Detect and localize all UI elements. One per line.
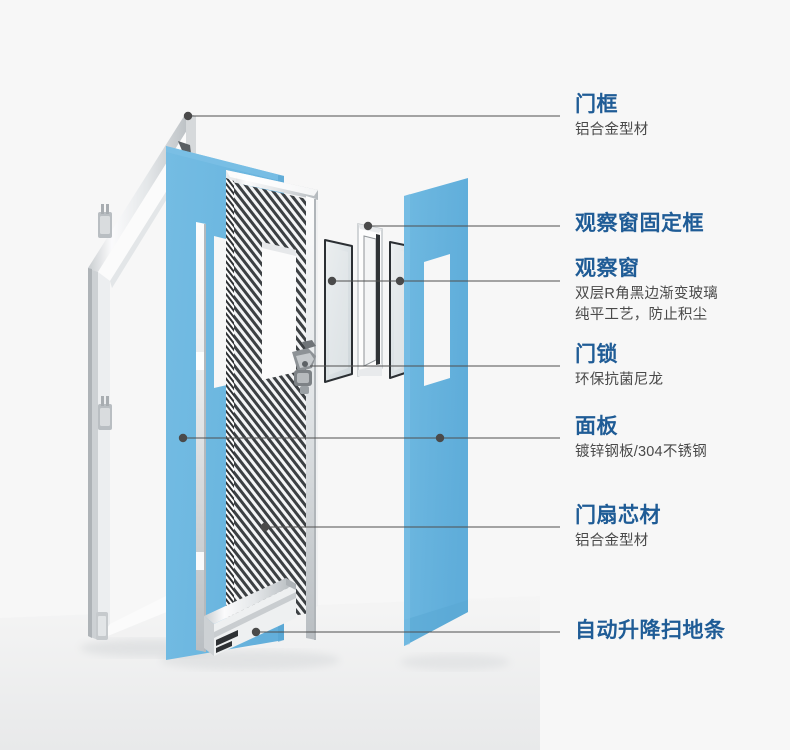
- leader-dot-door-leaf-core: [260, 522, 270, 532]
- callout-door-lock[interactable]: 门锁 环保抗菌尼龙: [575, 342, 663, 391]
- leader-dot-observation-window-rear: [395, 276, 405, 286]
- leader-dot-panel-front: [178, 433, 188, 443]
- rear-panel-shadow: [400, 654, 510, 670]
- callout-title-observation-window: 观察窗: [575, 257, 640, 280]
- frame-hinge-lower: [98, 396, 112, 430]
- leader-dot-window-fixing-frame: [363, 221, 373, 231]
- rear-panel-part: [404, 178, 468, 646]
- window-frame-part: [357, 223, 383, 378]
- callout-sub-observation-window-2: 纯平工艺，防止积尘: [575, 307, 708, 323]
- sweep-strip-part: [204, 578, 296, 656]
- callout-sub-door-frame-1: 铝合金型材: [575, 122, 649, 138]
- leader-dot-auto-lifting-sweep: [251, 627, 261, 637]
- core-shadow: [160, 650, 340, 670]
- callout-door-leaf-core[interactable]: 门扇芯材 铝合金型材: [575, 503, 661, 552]
- callout-sub-door-leaf-core-1: 铝合金型材: [575, 533, 649, 549]
- lock-stile-part: [306, 196, 316, 640]
- leader-dot-panel-rear: [435, 433, 445, 443]
- callout-title-door-leaf-core: 门扇芯材: [575, 504, 661, 527]
- callout-title-panel: 面板: [575, 415, 618, 438]
- callout-window-fixing-frame[interactable]: 观察窗固定框: [575, 211, 704, 237]
- leader-dot-observation-window-front: [327, 276, 337, 286]
- callout-panel[interactable]: 面板 镀锌钢板/304不锈钢: [575, 414, 707, 463]
- callout-title-door-frame: 门框: [575, 93, 618, 116]
- frame-hinge-upper: [98, 204, 112, 238]
- callout-sub-observation-window-1: 双层R角黑边渐变玻璃: [575, 286, 718, 302]
- door-lock-part: [292, 340, 316, 394]
- leader-dot-door-frame: [183, 111, 193, 121]
- callout-sub-door-lock-1: 环保抗菌尼龙: [575, 372, 664, 388]
- callout-observation-window[interactable]: 观察窗 双层R角黑边渐变玻璃 纯平工艺，防止积尘: [575, 256, 718, 326]
- callout-auto-lifting-sweep[interactable]: 自动升降扫地条: [575, 618, 726, 644]
- callout-title-auto-lifting-sweep: 自动升降扫地条: [575, 619, 726, 642]
- callout-title-window-fixing-frame: 观察窗固定框: [575, 212, 704, 235]
- callout-sub-panel-1: 镀锌钢板/304不锈钢: [575, 444, 707, 460]
- callout-door-frame[interactable]: 门框 铝合金型材: [575, 92, 649, 141]
- callout-title-door-lock: 门锁: [575, 343, 618, 366]
